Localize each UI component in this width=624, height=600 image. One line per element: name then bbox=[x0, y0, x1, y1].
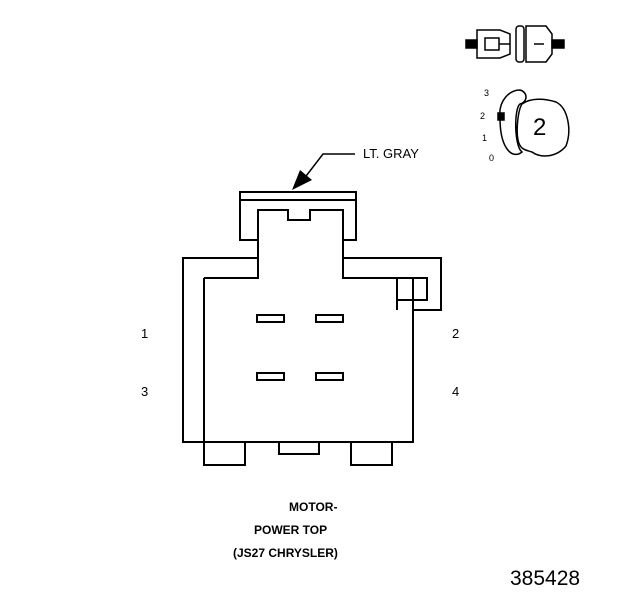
lock-tab bbox=[396, 277, 428, 301]
pin-label-2: 2 bbox=[452, 326, 460, 341]
key-position-0: 0 bbox=[489, 153, 495, 163]
connector-pair-icon bbox=[465, 25, 565, 63]
caption-line-3: (JS27 CHRYSLER) bbox=[233, 546, 338, 560]
terminal-2 bbox=[315, 314, 344, 323]
connector-cavity-outline bbox=[203, 209, 428, 442]
key-position-2: 2 bbox=[480, 111, 486, 121]
caption-line-2: POWER TOP bbox=[254, 523, 328, 537]
key-position-1: 1 bbox=[482, 133, 488, 143]
terminal-1 bbox=[256, 314, 285, 323]
connector-housing-outline bbox=[182, 191, 442, 443]
orientation-key-icon bbox=[497, 89, 570, 157]
key-selected-label: 2 bbox=[533, 114, 547, 141]
foot-right bbox=[350, 441, 393, 466]
terminal-3 bbox=[256, 372, 285, 381]
caption-line-1: MOTOR- bbox=[289, 500, 338, 514]
color-leader-line bbox=[302, 153, 355, 181]
figure-number: 385428 bbox=[510, 567, 581, 590]
pin-label-1: 1 bbox=[141, 326, 149, 341]
wire-color-label: LT. GRAY bbox=[363, 146, 419, 161]
key-position-3: 3 bbox=[484, 88, 490, 98]
color-leader-arrowhead bbox=[292, 170, 312, 190]
foot-center bbox=[278, 441, 320, 455]
pin-label-3: 3 bbox=[141, 384, 149, 399]
foot-left bbox=[203, 441, 246, 466]
terminal-4 bbox=[315, 372, 344, 381]
pin-label-4: 4 bbox=[452, 384, 460, 399]
